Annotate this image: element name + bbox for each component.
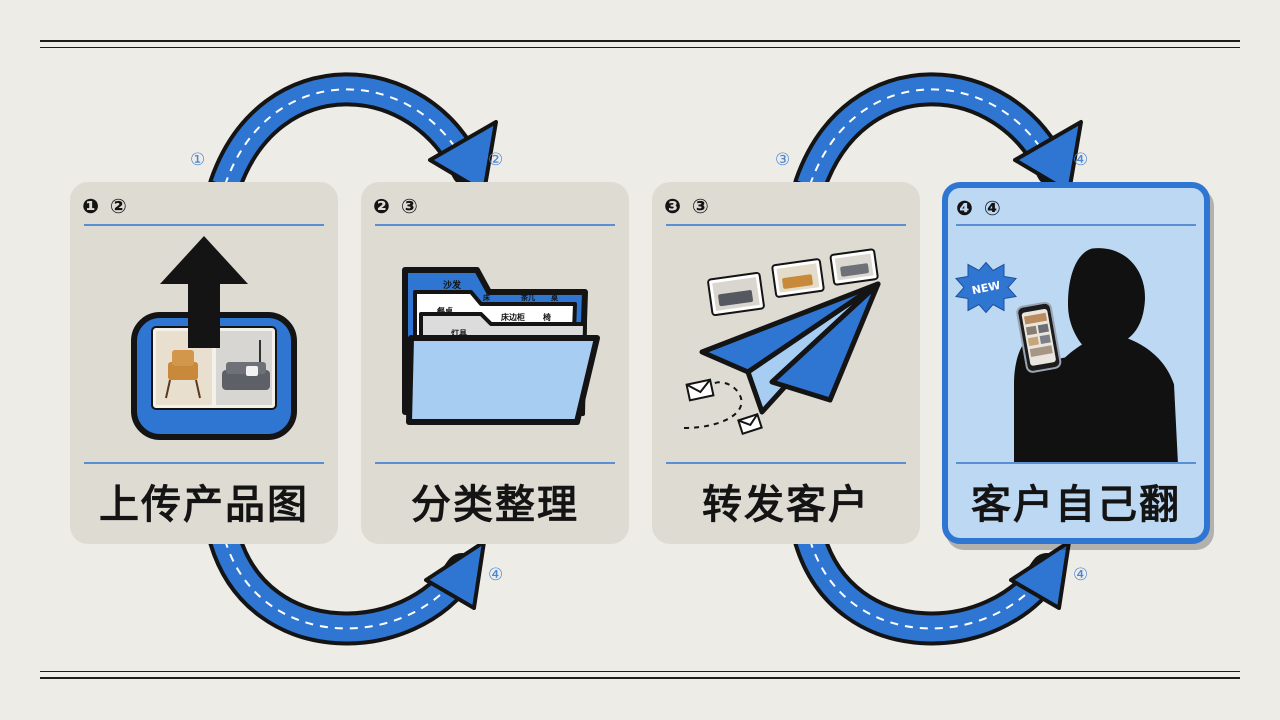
paper-plane-icon [683,248,881,436]
card-divider [666,224,906,226]
folder-tab-label: 茶几 [520,293,535,302]
folder-icon: 沙发 床 茶几 桌 餐桌 床边柜 椅 灯具 [402,267,600,425]
arrow-marker: ② [488,150,504,170]
arrow-marker: ④ [488,565,504,585]
step-card-browse: ❹ ④ NEW 客户自己翻 [942,182,1210,544]
step-label: 上传产品图 [99,482,309,528]
card-divider [956,462,1196,464]
step-card-upload: ❶ ② 上传产品图 [70,182,338,544]
bottom-rule [40,671,1240,672]
folder-tab-label: 床 [483,293,491,302]
svg-text:NEW: NEW [971,279,1002,298]
card-divider [375,462,615,464]
card-divider [956,224,1196,226]
step-card-organize: ❷ ③ 沙发 床 茶几 桌 餐桌 床边柜 椅 灯具 分类整理 [361,182,629,544]
arrow-marker: ① [190,150,206,170]
card-divider [666,462,906,464]
folder-tab-label: 桌 [550,293,558,302]
step-badge: ❷ ③ [373,194,420,218]
envelope-icon [685,378,715,402]
arrow-marker: ③ [775,150,791,170]
top-rule-inner [40,47,1240,48]
arrow-top-2 [793,72,1083,202]
folder-tab-label: 餐桌 [436,306,454,316]
folder-tab-label: 椅 [543,312,551,322]
envelope-icon [737,412,763,436]
person-phone-icon: NEW [955,248,1178,462]
step-card-forward: ❸ ③ 转 [652,182,920,544]
step-label: 客户自己翻 [971,482,1181,528]
step-badge: ❶ ② [82,194,129,218]
arrow-marker: ④ [1073,565,1089,585]
arrow-marker: ④ [1073,150,1089,170]
arrow-bottom-1 [208,523,486,646]
arrow-top-1 [208,72,498,202]
step-badge: ❸ ③ [664,194,711,218]
folder-tab-label: 沙发 [443,279,462,291]
folder-tab-label: 灯具 [451,328,467,338]
card-divider [84,462,324,464]
card-divider [84,224,324,226]
arrow-bottom-2 [793,523,1071,646]
step-label: 转发客户 [702,482,870,528]
folder-tab-label: 床边柜 [501,312,525,322]
new-badge-icon: NEW [955,261,1017,314]
bottom-rule-outer [40,677,1240,679]
top-rule [40,40,1240,42]
step-badge: ❹ ④ [956,196,1003,220]
upload-icon [131,236,297,440]
card-divider [375,224,615,226]
step-label: 分类整理 [411,482,579,528]
